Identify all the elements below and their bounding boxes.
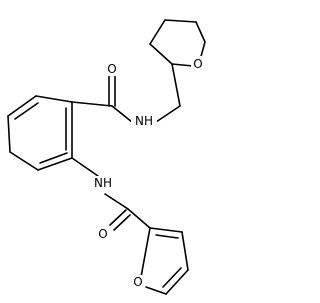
bond-furan-inner-2: [162, 267, 182, 288]
molecule-canvas: O O NH NH O O: [7, 19, 206, 295]
atom-label-o-amide2: O: [96, 227, 110, 241]
bond-benzene-5: [37, 157, 73, 171]
bond-benzene-1: [35, 95, 73, 103]
bond-thf-c5-c1: [149, 43, 173, 65]
bond-furan-c4-c5: [165, 269, 189, 295]
bond-benzene-inner-1: [14, 102, 39, 120]
atom-label-o-furan: O: [131, 275, 145, 289]
atom-label-o-thf: O: [191, 56, 205, 71]
bond-amide2-co-b: [113, 214, 131, 231]
bond-thf-c1-c2: [149, 19, 166, 45]
bond-benzene-4: [9, 151, 39, 171]
bond-thf-c3-c4: [195, 21, 206, 43]
bond-furan-inner-1: [155, 234, 179, 239]
atom-o-amide2: O: [98, 227, 107, 241]
bond-furan-o-c2: [140, 227, 151, 278]
bond-thf-o-c5: [171, 63, 194, 67]
bond-nh2-c: [104, 193, 129, 210]
bond-thf-c2-c3: [164, 19, 197, 23]
atom-label-nh-amide2: NH: [90, 176, 116, 191]
bond-amide1-n-c: [111, 105, 133, 123]
bond-thf-ch2: [171, 63, 181, 107]
bond-ring-nh2: [71, 157, 99, 177]
atom-label-nh-amide1: NH: [131, 114, 157, 129]
structure-diagram: O O NH NH O O: [7, 19, 206, 295]
atom-label-o-amide1: O: [105, 62, 119, 76]
bond-furan-c2-c3: [149, 227, 183, 233]
bond-amide1-c-ring: [71, 101, 113, 107]
bond-furan-c5-o: [145, 286, 167, 295]
benzene-ring: [7, 95, 73, 171]
atom-nh-amide2: NH: [94, 176, 112, 190]
atom-o-furan: O: [133, 275, 142, 289]
bond-amide2-c-furan: [127, 208, 151, 229]
tetrahydrofuran-ring: [149, 19, 206, 67]
bond-ch2-nh: [155, 105, 181, 123]
atom-nh-amide1: NH: [135, 114, 153, 128]
bond-benzene-2: [7, 95, 37, 117]
bond-amide2-co-a: [109, 209, 127, 226]
furan-ring: [140, 227, 189, 295]
bond-benzene-3: [7, 115, 11, 153]
atom-o-thf: O: [193, 57, 202, 71]
atom-o-amide1: O: [107, 62, 116, 76]
bond-benzene-inner-2: [39, 152, 68, 164]
bond-furan-c3-c4: [181, 231, 189, 271]
